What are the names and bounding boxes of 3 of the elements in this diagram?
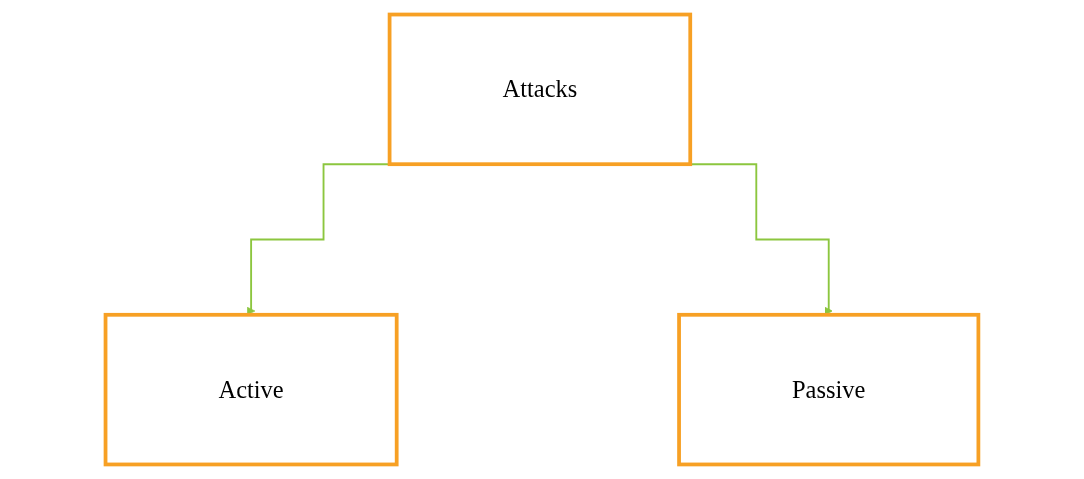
node-box: Attacks [387, 12, 693, 167]
node-box: Passive [677, 312, 981, 467]
node-box: Active [103, 312, 399, 467]
